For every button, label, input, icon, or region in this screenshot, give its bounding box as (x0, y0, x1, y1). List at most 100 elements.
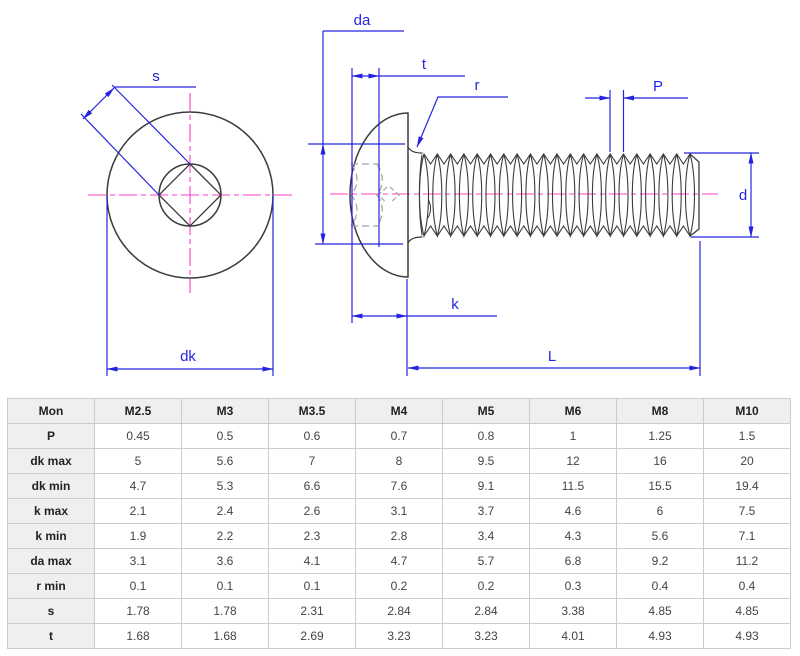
value-cell: 3.38 (529, 598, 617, 624)
value-cell: 2.2 (181, 523, 269, 549)
value-cell: 3.1 (94, 548, 182, 574)
t-label: t (422, 56, 427, 73)
value-cell: 3.23 (355, 623, 443, 649)
header-cell: M4 (355, 398, 443, 424)
socket-hidden-wavy-right (376, 163, 383, 227)
value-cell: 9.5 (442, 448, 530, 474)
value-cell: 2.31 (268, 598, 356, 624)
value-cell: 2.3 (268, 523, 356, 549)
socket-cone-left-chevron (377, 186, 388, 204)
value-cell: 11.2 (703, 548, 791, 574)
value-cell: 7.6 (355, 473, 443, 499)
bottom-fillet (407, 236, 423, 244)
value-cell: 4.7 (94, 473, 182, 499)
d-dimension (684, 152, 759, 238)
thread-runout-mark (426, 199, 432, 220)
value-cell: 2.69 (268, 623, 356, 649)
head-outline-circle (106, 111, 274, 279)
row-label-cell: k max (7, 498, 95, 524)
value-cell: 1.9 (94, 523, 182, 549)
value-cell: 4.93 (616, 623, 704, 649)
l-dimension (407, 241, 701, 376)
value-cell: 0.6 (268, 423, 356, 449)
value-cell: 2.84 (442, 598, 530, 624)
value-cell: 0.7 (355, 423, 443, 449)
value-cell: 2.84 (355, 598, 443, 624)
row-label-cell: r min (7, 573, 95, 599)
value-cell: 5.6 (181, 448, 269, 474)
dk-dimension (106, 196, 274, 376)
hidden-socket-lines (350, 163, 400, 227)
value-cell: 0.4 (703, 573, 791, 599)
value-cell: 6.6 (268, 473, 356, 499)
value-cell: 5.7 (442, 548, 530, 574)
value-cell: 4.7 (355, 548, 443, 574)
k-label: k (451, 296, 459, 313)
header-cell: M5 (442, 398, 530, 424)
value-cell: 1 (529, 423, 617, 449)
screw-technical-drawing: s dk da t r P d k L (80, 12, 759, 376)
k-dimension (351, 279, 497, 376)
value-cell: 0.5 (181, 423, 269, 449)
value-cell: 5.3 (181, 473, 269, 499)
value-cell: 1.78 (94, 598, 182, 624)
value-cell: 19.4 (703, 473, 791, 499)
value-cell: 0.1 (94, 573, 182, 599)
value-cell: 0.2 (355, 573, 443, 599)
top-fillet (407, 146, 423, 154)
value-cell: 11.5 (529, 473, 617, 499)
d-label: d (739, 187, 747, 204)
header-cell: M10 (703, 398, 791, 424)
value-cell: 0.8 (442, 423, 530, 449)
value-cell: 2.4 (181, 498, 269, 524)
header-cell: M8 (616, 398, 704, 424)
value-cell: 3.23 (442, 623, 530, 649)
value-cell: 0.2 (442, 573, 530, 599)
value-cell: 5 (94, 448, 182, 474)
value-cell: 5.6 (616, 523, 704, 549)
row-label-cell: dk min (7, 473, 95, 499)
da-label: da (354, 12, 371, 29)
s-dimension (80, 84, 196, 196)
r-dimension (416, 96, 508, 148)
row-label-cell: k min (7, 523, 95, 549)
p-label: P (653, 78, 663, 95)
value-cell: 12 (529, 448, 617, 474)
value-cell: 8 (355, 448, 443, 474)
value-cell: 2.8 (355, 523, 443, 549)
value-cell: 3.7 (442, 498, 530, 524)
header-cell: Mon (7, 398, 95, 424)
value-cell: 4.3 (529, 523, 617, 549)
value-cell: 7.1 (703, 523, 791, 549)
dk-label: dk (180, 348, 196, 365)
dimensions (80, 30, 759, 376)
row-label-cell: s (7, 598, 95, 624)
value-cell: 7 (268, 448, 356, 474)
side-view (349, 112, 700, 278)
value-cell: 6 (616, 498, 704, 524)
value-cell: 0.4 (616, 573, 704, 599)
value-cell: 1.78 (181, 598, 269, 624)
value-cell: 0.1 (181, 573, 269, 599)
thread-profile (418, 153, 696, 239)
row-label-cell: P (7, 423, 95, 449)
value-cell: 3.1 (355, 498, 443, 524)
value-cell: 4.01 (529, 623, 617, 649)
value-cell: 4.85 (616, 598, 704, 624)
value-cell: 4.1 (268, 548, 356, 574)
value-cell: 9.1 (442, 473, 530, 499)
value-cell: 16 (616, 448, 704, 474)
value-cell: 4.85 (703, 598, 791, 624)
header-cell: M6 (529, 398, 617, 424)
value-cell: 6.8 (529, 548, 617, 574)
centerlines (88, 93, 718, 293)
value-cell: 4.6 (529, 498, 617, 524)
